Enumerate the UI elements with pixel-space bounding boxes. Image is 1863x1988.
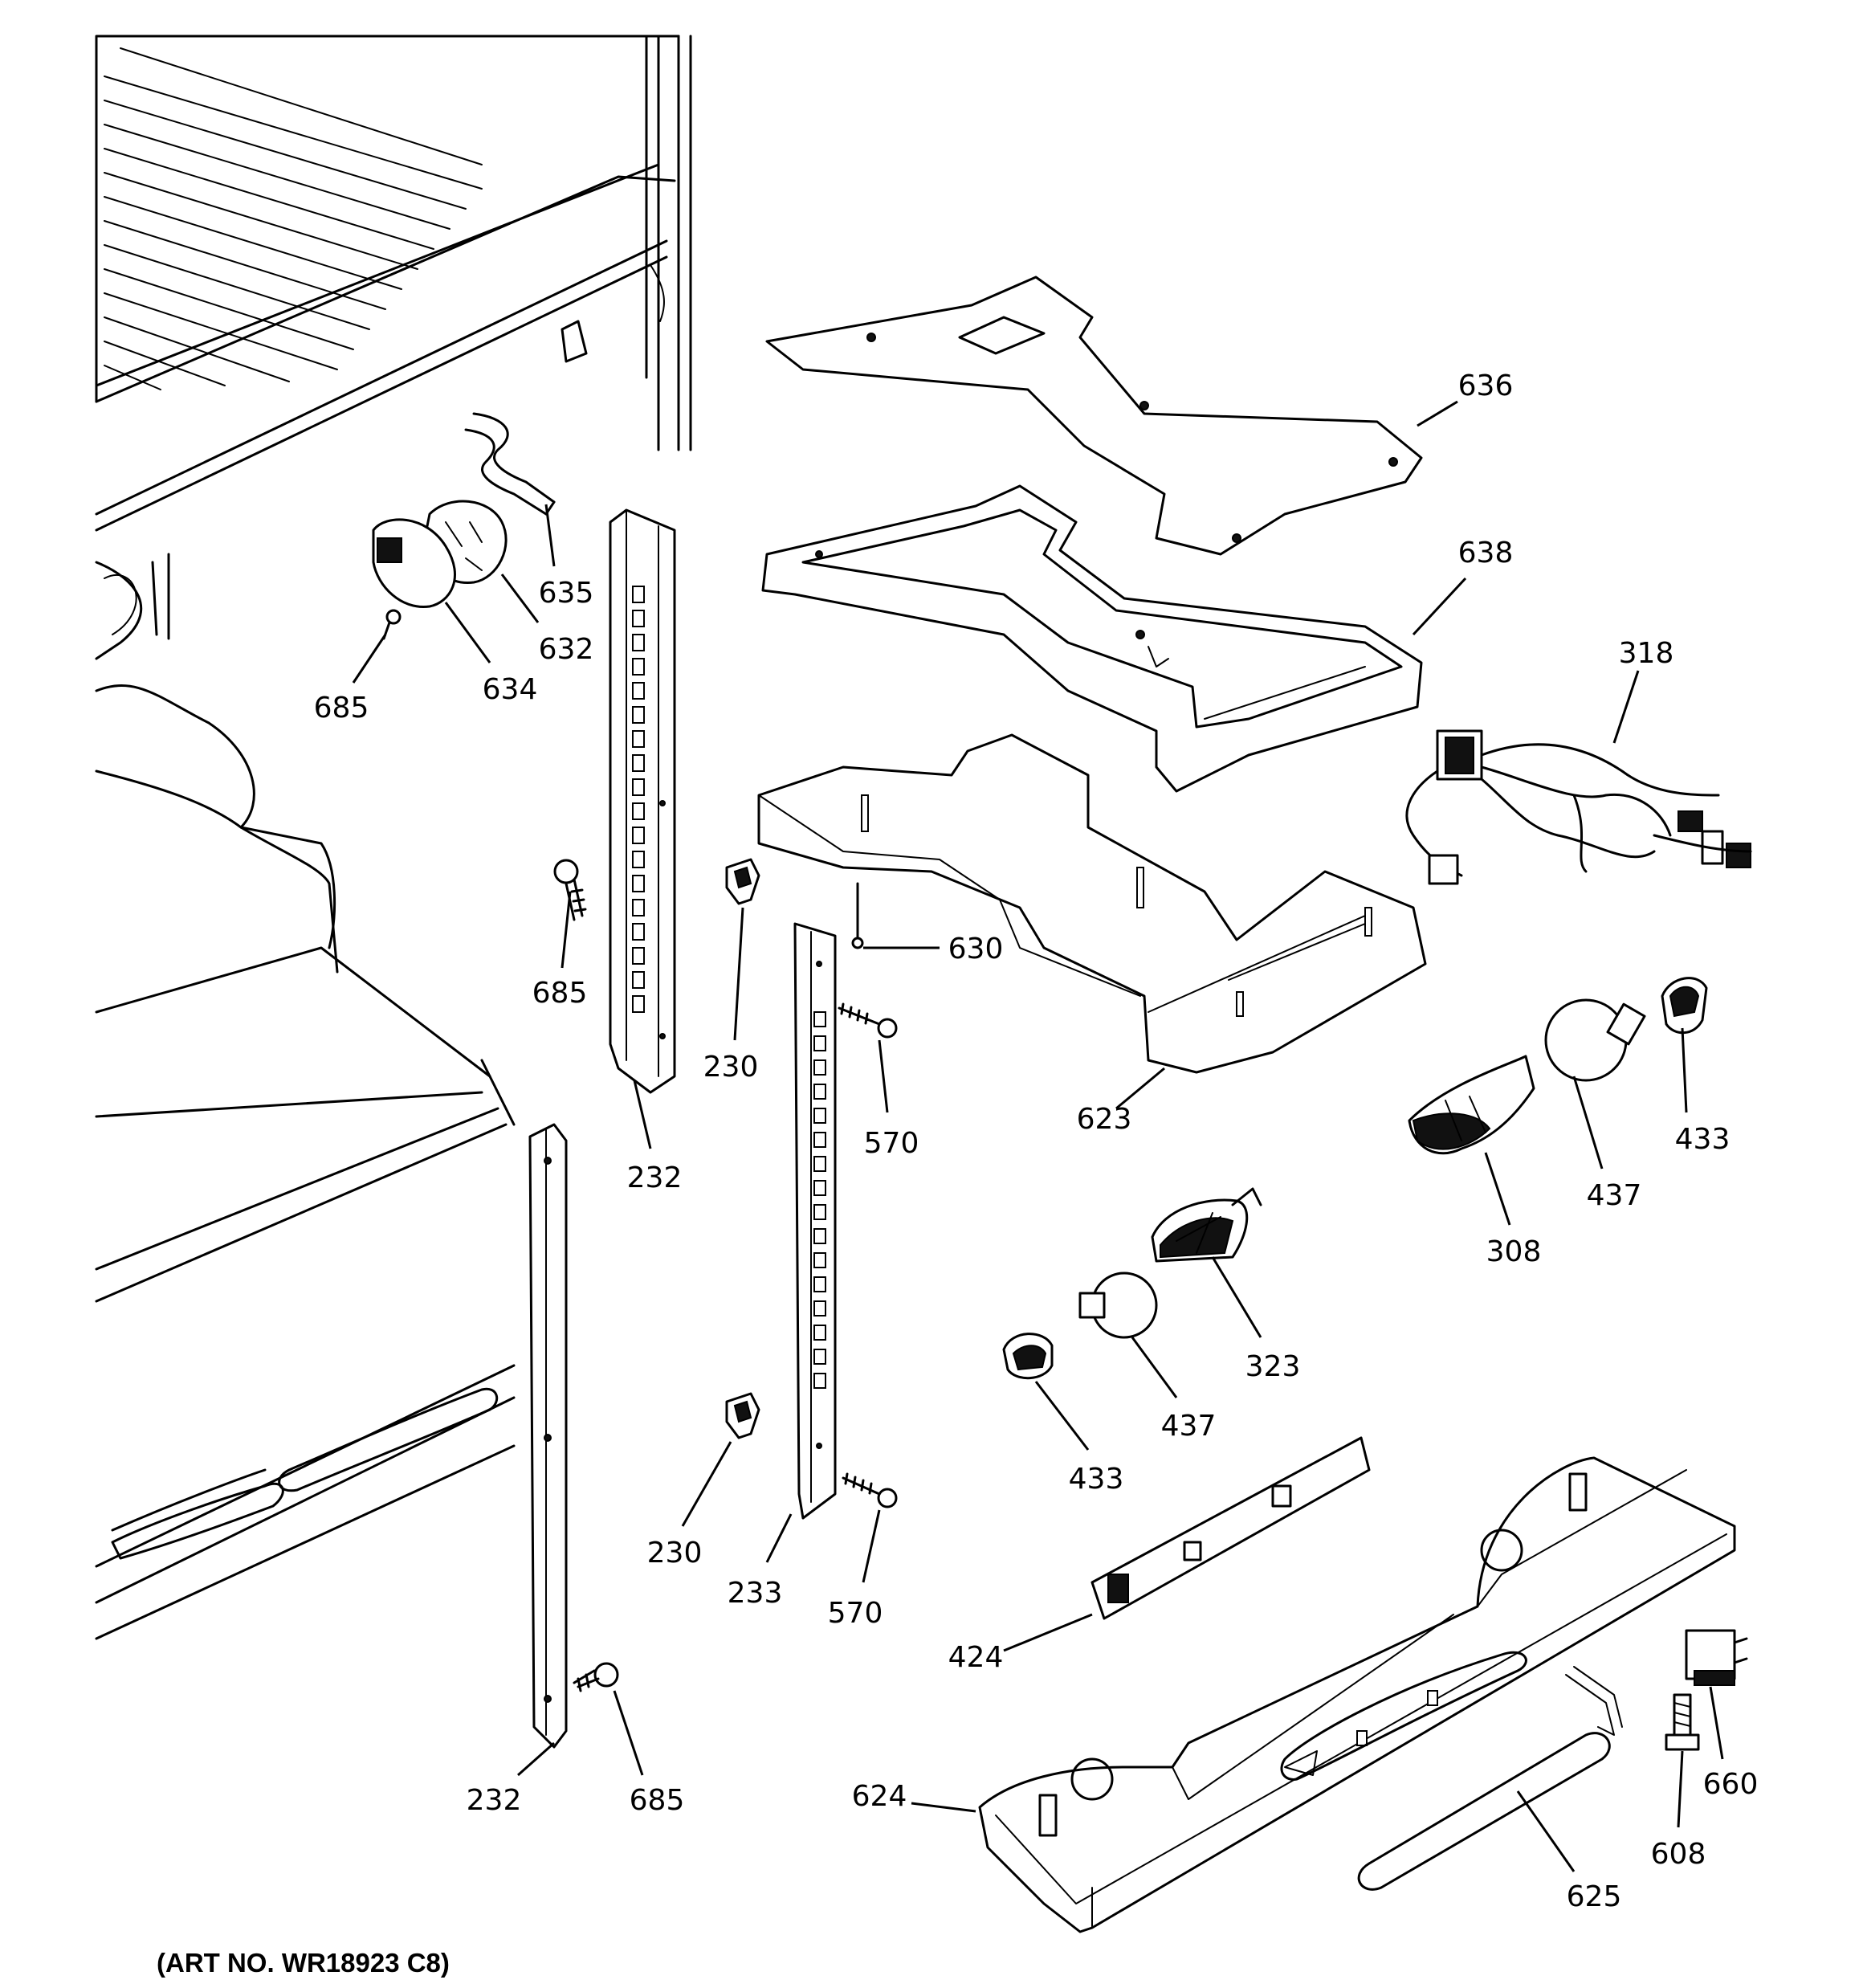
callout-233: 233 — [728, 1577, 783, 1610]
art-number: (ART NO. WR18923 C8) — [157, 1948, 450, 1978]
callout-660: 660 — [1703, 1768, 1759, 1801]
cabinet-shelf — [95, 35, 692, 660]
callout-608: 608 — [1651, 1838, 1706, 1871]
callout-625: 625 — [1567, 1880, 1622, 1913]
part-685-bolt-lower — [573, 1662, 619, 1692]
callout-433-right: 433 — [1675, 1123, 1731, 1156]
callout-labels: 636 638 318 635 632 634 685 685 685 630 … — [314, 369, 1759, 1913]
callout-685-lower: 685 — [630, 1784, 685, 1817]
part-433-socket-left — [1002, 1333, 1054, 1380]
part-625-lens — [1357, 1666, 1623, 1891]
callout-634: 634 — [483, 673, 538, 706]
callout-685-middle: 685 — [532, 977, 588, 1010]
callout-433-left: 433 — [1069, 1463, 1124, 1496]
part-230-clip-upper — [725, 858, 760, 905]
callout-635: 635 — [539, 577, 594, 610]
callout-638: 638 — [1458, 537, 1514, 569]
callout-308: 308 — [1486, 1235, 1542, 1268]
leader-lines — [352, 400, 1724, 1872]
callout-230-lower: 230 — [647, 1537, 703, 1570]
part-638-insulation — [761, 484, 1423, 793]
part-308-shade — [1408, 1055, 1535, 1155]
callout-632: 632 — [539, 633, 594, 666]
callout-437-right: 437 — [1587, 1179, 1642, 1212]
part-624-light-housing — [978, 1456, 1736, 1933]
part-685-bolt-middle — [553, 859, 587, 921]
part-323-shade — [1151, 1187, 1262, 1263]
callout-570-lower: 570 — [828, 1597, 883, 1630]
callout-230-upper: 230 — [703, 1051, 759, 1084]
callout-424: 424 — [948, 1641, 1004, 1674]
callout-636: 636 — [1458, 369, 1514, 402]
callout-630: 630 — [948, 933, 1004, 965]
callout-318: 318 — [1619, 637, 1674, 670]
part-630-screw — [851, 882, 864, 949]
part-636-cover-plate — [765, 276, 1423, 556]
callout-623: 623 — [1077, 1103, 1132, 1136]
cabinet-lower — [95, 684, 516, 1640]
part-232-rail-upper — [609, 508, 676, 1094]
callout-232-lower: 232 — [467, 1784, 522, 1817]
part-232-rail-lower — [528, 1123, 568, 1749]
part-433-socket-right — [1661, 977, 1708, 1035]
part-635-tube — [464, 412, 556, 516]
part-608-bolt — [1665, 1693, 1700, 1751]
callout-323: 323 — [1245, 1350, 1301, 1383]
callout-232-upper: 232 — [627, 1161, 683, 1194]
part-570-screw-upper — [838, 1002, 898, 1039]
part-660-switch — [1685, 1629, 1748, 1686]
part-318-wire-harness — [1405, 729, 1752, 885]
part-570-screw-lower — [842, 1472, 898, 1508]
part-634-lens — [372, 518, 456, 609]
part-230-clip-lower — [725, 1392, 760, 1439]
part-424-control-board — [1090, 1436, 1371, 1620]
part-623-tray — [757, 733, 1427, 1074]
callout-570-upper: 570 — [864, 1127, 919, 1160]
callout-685-top: 685 — [314, 692, 369, 725]
part-437-bulb-right — [1544, 998, 1646, 1082]
part-233-rail — [793, 922, 837, 1520]
part-437-bulb-left — [1078, 1272, 1158, 1339]
callout-624: 624 — [852, 1780, 907, 1813]
callout-437-left: 437 — [1161, 1410, 1217, 1443]
part-685-screw-top — [382, 609, 402, 640]
